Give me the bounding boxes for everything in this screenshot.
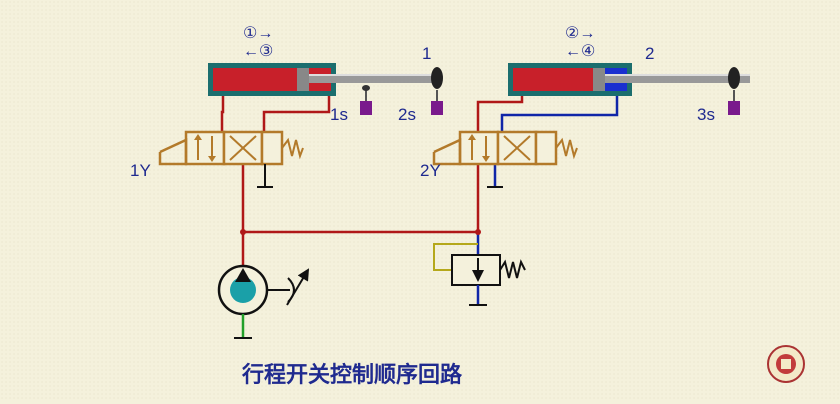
sequence-label-3: ←③ <box>243 43 273 60</box>
limit-switch-1s-label: 1s <box>330 105 348 124</box>
diagram-title: 行程开关控制顺序回路 <box>241 362 463 388</box>
limit-switch-1s <box>360 85 372 115</box>
valve-1y-label: 1Y <box>130 161 151 180</box>
university-logo <box>767 345 805 383</box>
limit-switch-2s-label: 2s <box>398 105 416 124</box>
limit-switch-2s <box>431 90 443 115</box>
limit-switch-3s <box>728 90 740 115</box>
cam-roller-1 <box>431 67 443 89</box>
junction-1 <box>240 229 246 235</box>
limit-switch-3s-label: 3s <box>697 105 715 124</box>
pipes-circuit-1 <box>220 96 331 268</box>
pipes-circuit-2 <box>243 96 619 255</box>
cylinder-2 <box>508 63 750 96</box>
junction-2 <box>475 229 481 235</box>
hydraulic-pump <box>217 264 310 339</box>
cam-roller-2 <box>728 67 740 89</box>
cylinder-1-label: 1 <box>422 44 431 63</box>
sequence-label-4: ←④ <box>565 43 595 60</box>
cylinder-2-label: 2 <box>645 44 654 63</box>
directional-valve-2y <box>432 130 578 166</box>
sequence-label-1: ①→ <box>243 25 273 42</box>
sequence-label-2: ②→ <box>565 25 595 42</box>
relief-valve <box>433 243 526 306</box>
cylinder-1 <box>208 63 439 96</box>
directional-valve-1y <box>158 130 304 166</box>
valve-2y-label: 2Y <box>420 161 441 180</box>
